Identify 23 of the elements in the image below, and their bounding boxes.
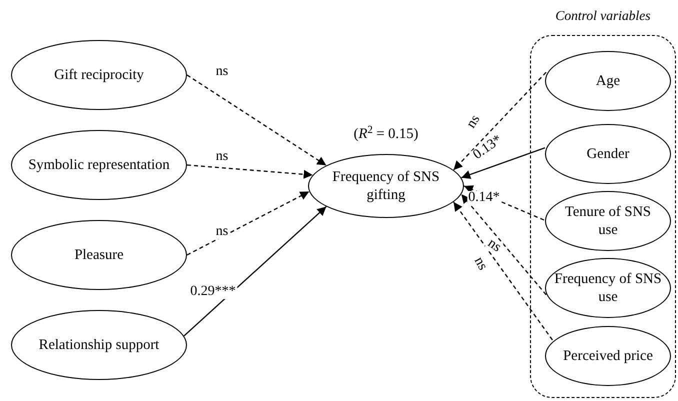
construct-label: Symbolic representation: [28, 156, 170, 174]
r-squared-label: (R$^{2}$ = 0.15): [352, 125, 420, 144]
path-arrow: [186, 191, 310, 256]
path-arrow: [184, 206, 327, 336]
construct-label: Gender: [586, 144, 630, 164]
path-arrow: [453, 72, 547, 170]
construct-label: Tenure of SNS use: [564, 202, 652, 240]
construct-label: Perceived price: [563, 346, 653, 366]
group-heading: Control variables: [554, 7, 652, 25]
edge-label: ns: [214, 225, 230, 239]
construct-label: Gift reciprocity: [54, 66, 144, 84]
path-arrow: [453, 202, 553, 340]
construct-label: Frequency of SNS gifting: [331, 168, 441, 204]
edge-label: 0.29***: [189, 285, 237, 299]
path-arrow: [461, 147, 546, 179]
construct-label: Age: [596, 72, 620, 90]
path-arrow: [186, 74, 327, 166]
construct-label: Relationship support: [38, 336, 160, 354]
construct-label: Pleasure: [74, 246, 124, 264]
path-arrow: [460, 194, 547, 296]
path-arrow: [186, 164, 313, 179]
edge-label: 0.14*: [467, 191, 501, 205]
construct-label: Frequency of SNS use: [554, 270, 662, 306]
